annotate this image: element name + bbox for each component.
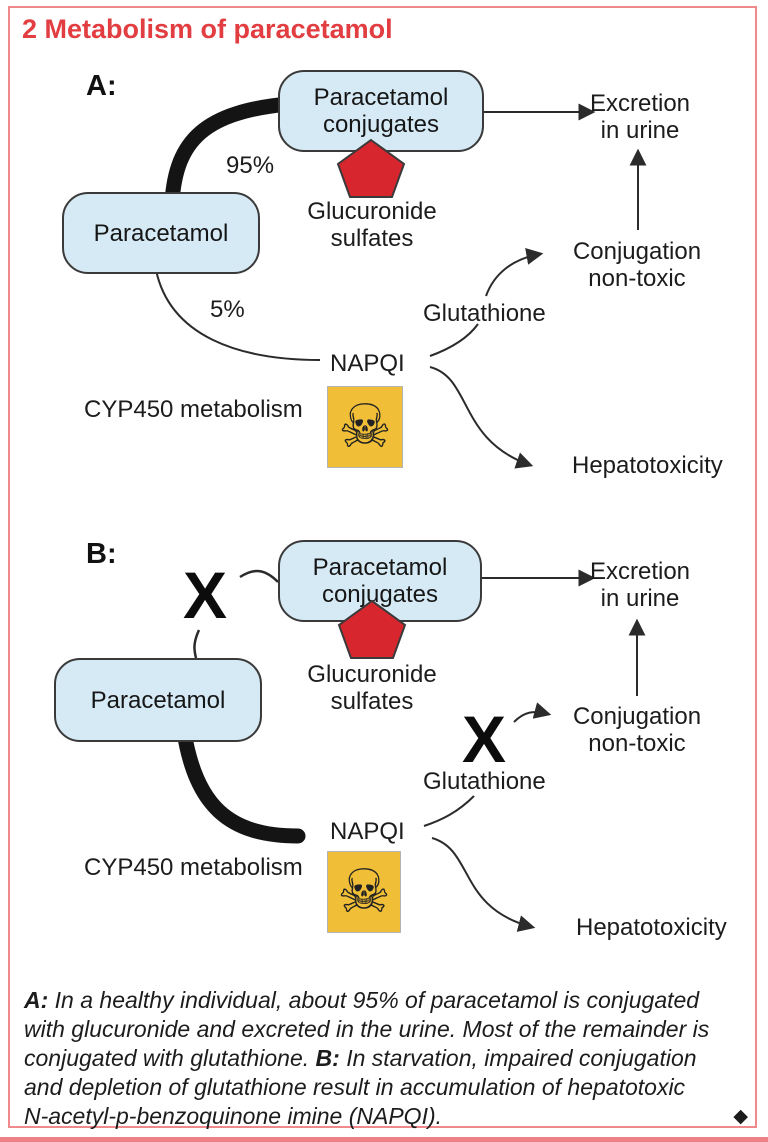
skull-glyph: ☠ xyxy=(338,393,392,460)
curve-x-to-paracetamol-b xyxy=(193,629,201,659)
cyp450-metabolism-label-a: CYP450 metabolism xyxy=(84,396,303,423)
node-paracetamol-conjugates-b: Paracetamol conjugates xyxy=(278,540,482,622)
panel-a-label: A: xyxy=(86,70,117,102)
napqi-label-b: NAPQI xyxy=(330,818,405,845)
caption-text: In a healthy individual, about 95% of pa… xyxy=(48,987,700,1013)
caption-line: with glucuronide and excreted in the uri… xyxy=(24,1015,750,1044)
caption-text: In starvation, impaired conjugation xyxy=(339,1045,697,1071)
thick-arrow-paracetamol-to-napqi-b xyxy=(176,724,306,844)
conjugation-non-toxic-label-b: Conjugation non-toxic xyxy=(572,703,702,757)
glucuronide-sulfates-label-b: Glucuronide sulfates xyxy=(307,661,437,715)
excretion-in-urine-label-a: Excretion in urine xyxy=(589,90,691,144)
arrow-napqi-to-hepatotoxicity-a xyxy=(429,366,534,469)
conjugation-non-toxic-label-a: Conjugation non-toxic xyxy=(572,238,702,292)
pct-5-label: 5% xyxy=(210,296,245,323)
skull-crossbones-icon-a: ☠ xyxy=(327,386,403,468)
caption-line: and depletion of glutathione result in a… xyxy=(24,1073,750,1102)
caption-text: N-acetyl-p-benzoquinone imine (NAPQI). xyxy=(24,1103,443,1129)
bottom-red-bar xyxy=(0,1137,768,1142)
curve-glutathione-to-napqi-b xyxy=(423,795,475,827)
panel-b-label: B: xyxy=(86,538,117,570)
skull-crossbones-icon-b: ☠ xyxy=(327,851,401,933)
figure-title: 2 Metabolism of paracetamol xyxy=(22,14,393,44)
caption-line: ◆ N-acetyl-p-benzoquinone imine (NAPQI). xyxy=(24,1102,750,1131)
glucuronide-sulfates-label-a: Glucuronide sulfates xyxy=(307,198,437,252)
caption-line: A: In a healthy individual, about 95% of… xyxy=(24,986,750,1015)
blocked-conjugation-x-mark: X xyxy=(183,558,228,632)
arrow-glutathione-to-conjugation-a xyxy=(485,248,544,297)
glutathione-label-a: Glutathione xyxy=(423,300,546,327)
node-paracetamol-a: Paracetamol xyxy=(62,192,260,274)
hepatotoxicity-label-a: Hepatotoxicity xyxy=(572,452,723,479)
pct-95-label: 95% xyxy=(226,152,275,179)
caption-line: conjugated with glutathione. B: In starv… xyxy=(24,1044,750,1073)
figure-caption: A: In a healthy individual, about 95% of… xyxy=(24,986,750,1131)
excretion-in-urine-label-b: Excretion in urine xyxy=(589,558,691,612)
cyp450-metabolism-label-b: CYP450 metabolism xyxy=(84,854,303,881)
skull-glyph: ☠ xyxy=(337,858,391,925)
caption-a-bold: A: xyxy=(24,987,49,1013)
glutathione-label-b: Glutathione xyxy=(423,768,546,795)
curve-napqi-to-glutathione-a xyxy=(429,323,479,357)
caption-text: conjugated with glutathione. xyxy=(24,1045,316,1071)
node-paracetamol-b: Paracetamol xyxy=(54,658,262,742)
curve-x-to-conjugates-b xyxy=(239,569,279,583)
caption-b-bold: B: xyxy=(315,1045,340,1071)
arrow-x-to-conjugation-b xyxy=(513,702,552,723)
napqi-label-a: NAPQI xyxy=(330,350,405,377)
caption-text: and depletion of glutathione result in a… xyxy=(24,1074,686,1100)
end-diamond-icon: ◆ xyxy=(733,1106,748,1127)
hepatotoxicity-label-b: Hepatotoxicity xyxy=(576,914,727,941)
arrow-napqi-to-hepatotoxicity-b xyxy=(431,837,536,932)
caption-text: with glucuronide and excreted in the uri… xyxy=(24,1016,710,1042)
blocked-glutathione-x-mark: X xyxy=(462,702,507,776)
node-paracetamol-conjugates-a: Paracetamol conjugates xyxy=(278,70,484,152)
